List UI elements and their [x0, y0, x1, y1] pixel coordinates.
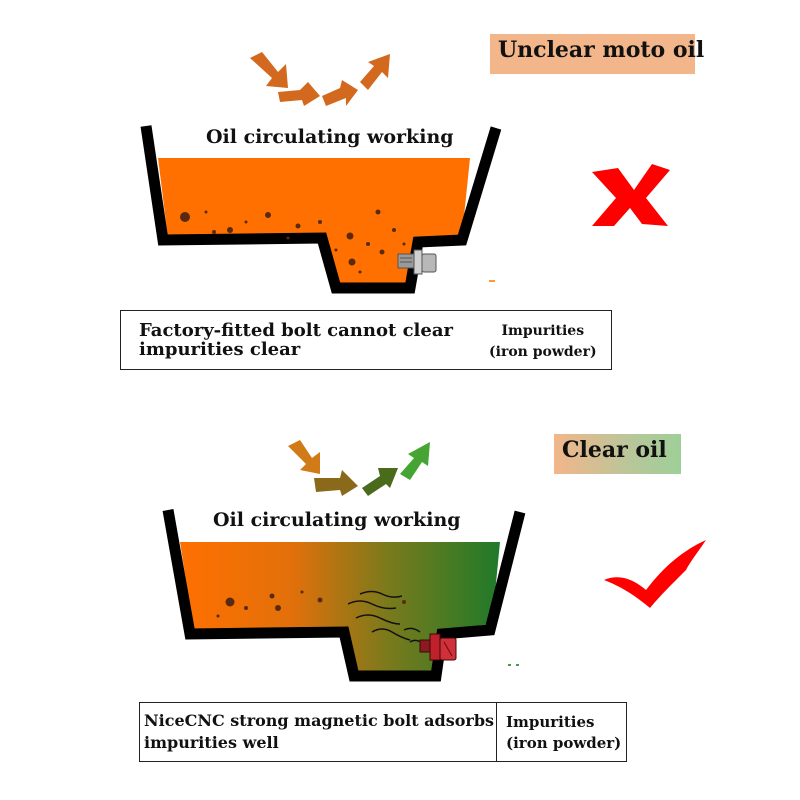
impurities-line1: Impurities [501, 323, 585, 339]
flow-arrow-2 [314, 470, 358, 496]
oil-pan-top [140, 125, 502, 294]
caption-divider [496, 703, 497, 761]
unclear-oil-badge: Unclear moto oil [490, 34, 704, 74]
tray-title-top: Oil circulating working [206, 126, 454, 148]
factory-bolt-icon [397, 249, 437, 275]
flow-arrow-3 [322, 80, 358, 106]
circulation-arrows-bottom [288, 440, 430, 496]
iron-powder-particles [180, 209, 406, 274]
tray-title-bottom: Oil circulating working [213, 509, 461, 531]
pan-wall [162, 509, 526, 682]
impurities-line2: (iron powder) [489, 344, 597, 360]
clear-oil-badge: Clear oil [554, 434, 681, 474]
impurities-label-top: Impurities (iron powder) [489, 321, 597, 363]
caption-box-bottom: NiceCNC strong magnetic bolt adsorbs imp… [139, 702, 627, 762]
caption-main-top: Factory-fitted bolt cannot clear impurit… [139, 320, 453, 360]
flow-arrow-1 [250, 52, 288, 88]
checkmark-icon [604, 540, 706, 608]
pan-wall [140, 125, 502, 294]
circulation-arrows-top [250, 52, 390, 106]
flow-arrow-1 [288, 440, 320, 474]
impurities-line2: (iron powder) [506, 734, 622, 752]
impurities-line1: Impurities [506, 713, 595, 731]
flow-arrow-4 [360, 54, 390, 90]
flow-arrow-2 [278, 82, 320, 106]
iron-powder-particles [216, 590, 406, 618]
dirty-oil [158, 158, 470, 284]
flow-arrow-3 [362, 468, 398, 496]
caption-box-top: Factory-fitted bolt cannot clear impurit… [120, 310, 612, 370]
impurities-label-bottom: Impurities (iron powder) [506, 712, 621, 754]
flow-arrow-4 [400, 442, 430, 480]
caption-main-bottom: NiceCNC strong magnetic bolt adsorbs imp… [144, 711, 495, 752]
cross-icon [592, 164, 670, 226]
oil-pan-bottom [162, 509, 526, 682]
magnetic-bolt-icon [419, 633, 457, 661]
